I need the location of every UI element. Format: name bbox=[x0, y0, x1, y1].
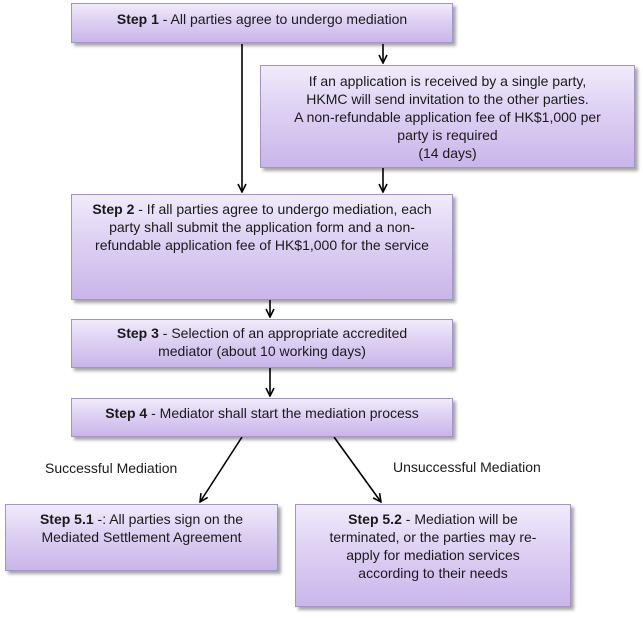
step-4-title: Step 4 bbox=[105, 405, 148, 421]
arrow-step4-to-step52 bbox=[333, 436, 381, 502]
step-1-title: Step 1 bbox=[116, 11, 159, 27]
successful-mediation-label: Successful Mediation bbox=[45, 460, 178, 476]
step-5-2-box: Step 5.2 - Mediation will be terminated,… bbox=[295, 504, 571, 607]
arrow-step4-to-step51 bbox=[200, 436, 243, 502]
step-2-text: - If all parties agree to undergo mediat… bbox=[95, 201, 432, 253]
step-1-text: - All parties agree to undergo mediation bbox=[158, 11, 408, 27]
step-5-2-title: Step 5.2 bbox=[348, 511, 402, 527]
invitation-line-5: (14 days) bbox=[418, 145, 477, 161]
step-5-1-title: Step 5.1 bbox=[39, 511, 94, 527]
invitation-line-2: HKMC will send invitation to the other p… bbox=[306, 91, 589, 107]
step-1-box: Step 1 - All parties agree to undergo me… bbox=[71, 3, 453, 43]
invitation-box: If an application is received by a singl… bbox=[260, 65, 635, 168]
step-4-box: Step 4 - Mediator shall start the mediat… bbox=[71, 398, 453, 437]
step-5-1-text: -: All parties sign on the Mediated Sett… bbox=[41, 511, 244, 545]
step-5-2-text: - Mediation will be terminated, or the p… bbox=[329, 511, 537, 581]
step-2-box: Step 2 - If all parties agree to undergo… bbox=[71, 194, 453, 300]
unsuccessful-mediation-label: Unsuccessful Mediation bbox=[393, 459, 541, 475]
step-5-1-box: Step 5.1 -: All parties sign on the Medi… bbox=[5, 504, 278, 571]
invitation-line-3: A non-refundable application fee of HK$1… bbox=[294, 109, 601, 125]
step-3-box: Step 3 - Selection of an appropriate acc… bbox=[71, 319, 453, 368]
step-2-title: Step 2 bbox=[92, 201, 135, 217]
invitation-line-1: If an application is received by a singl… bbox=[308, 73, 587, 89]
step-3-title: Step 3 bbox=[116, 325, 159, 341]
invitation-line-4: party is required bbox=[397, 127, 498, 143]
step-4-text: - Mediator shall start the mediation pro… bbox=[147, 405, 419, 421]
step-3-text: - Selection of an appropriate accredited… bbox=[158, 325, 408, 359]
